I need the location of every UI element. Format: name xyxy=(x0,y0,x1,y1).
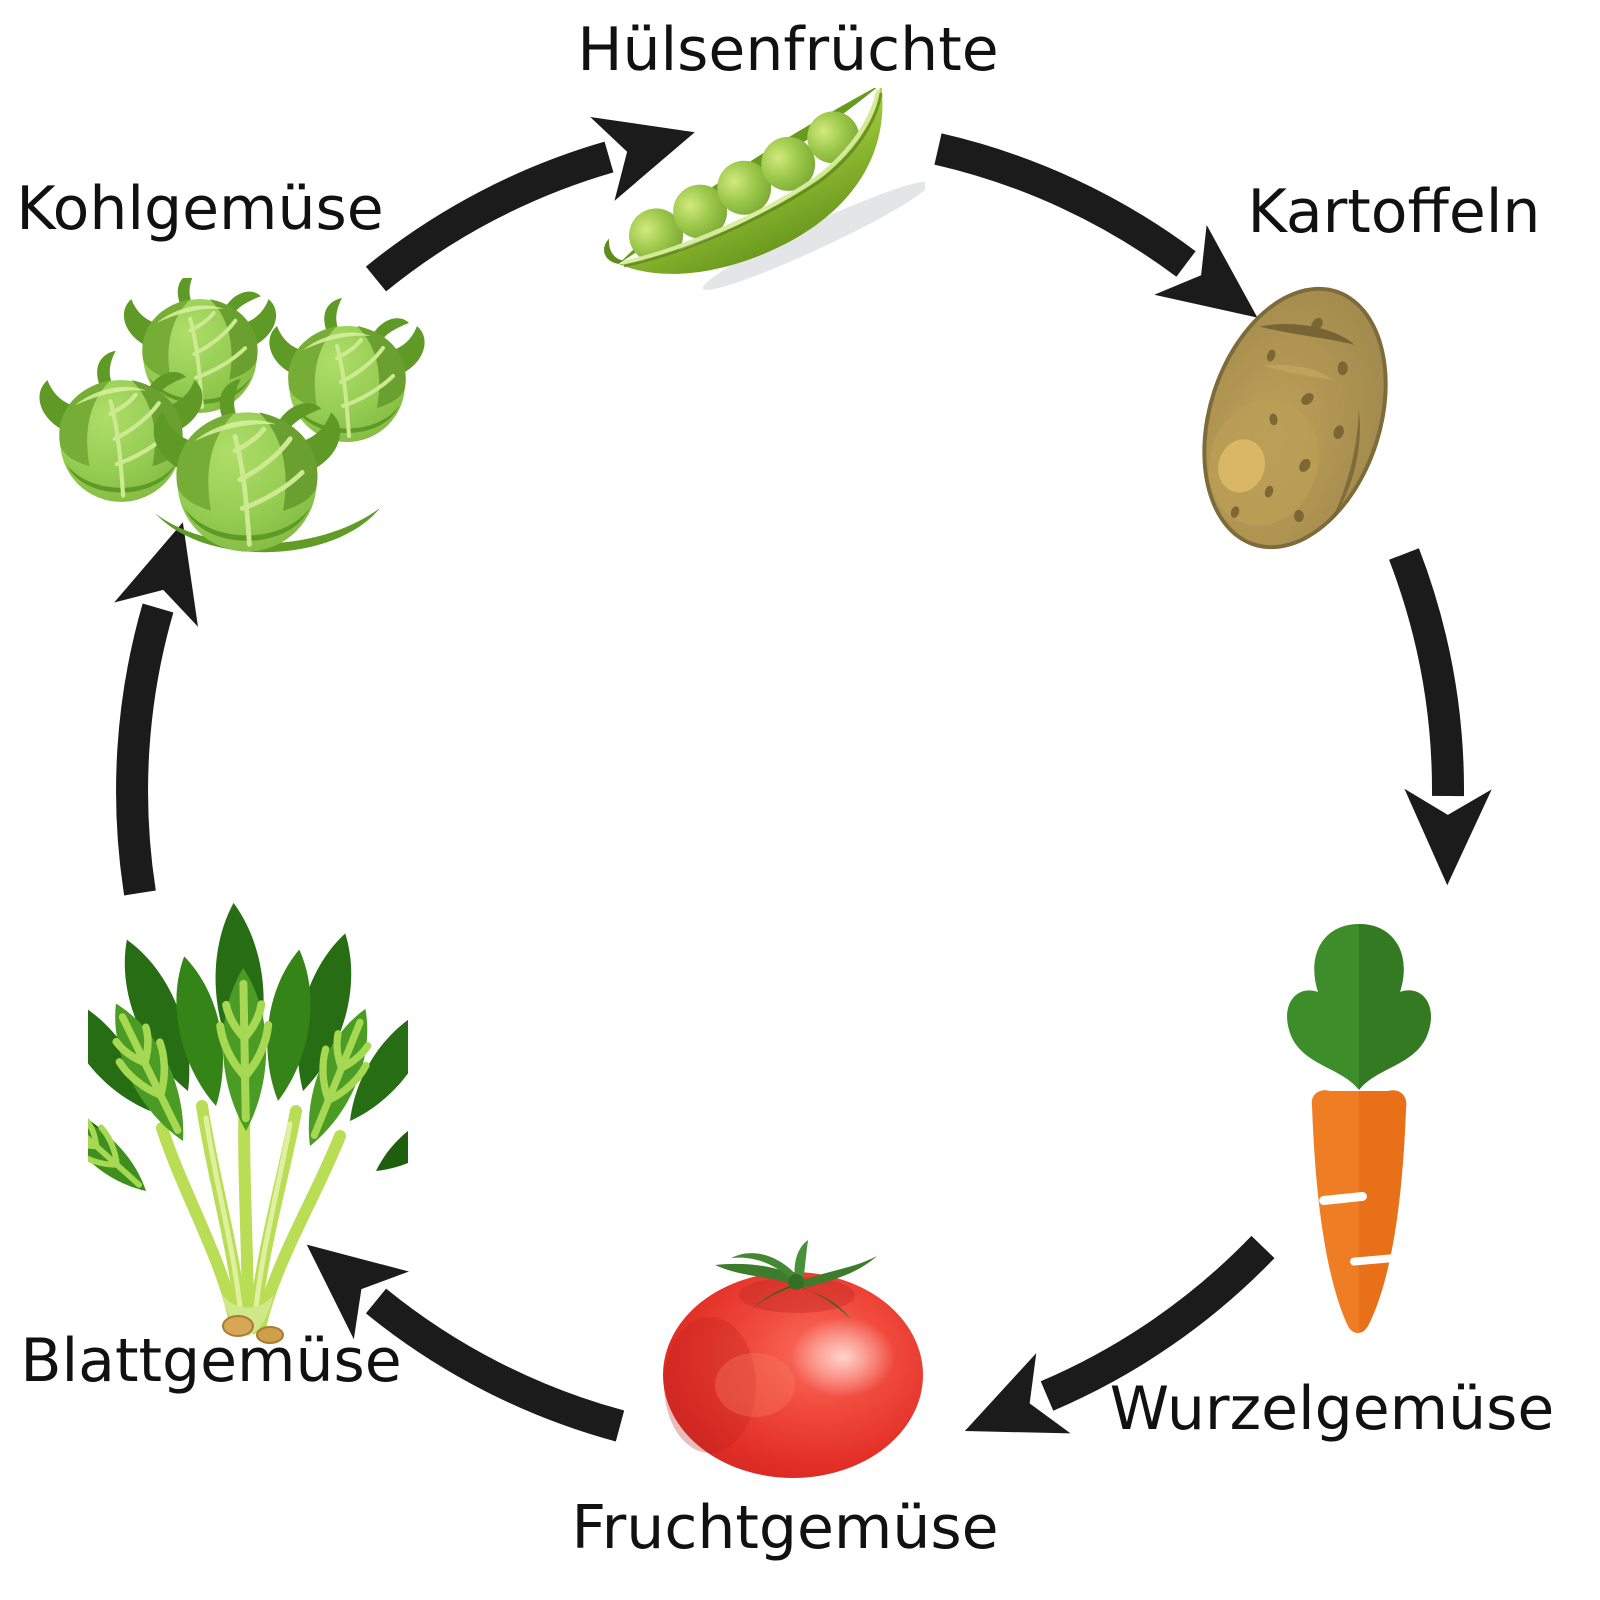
node-label-kartoffeln: Kartoffeln xyxy=(1247,177,1541,247)
node-label-kohlgemuese: Kohlgemüse xyxy=(16,174,384,244)
pea-pod-icon xyxy=(604,88,925,290)
tomato-icon xyxy=(663,1240,923,1478)
cabbage-icon xyxy=(35,278,427,573)
node-label-huelsenfruechte: Hülsenfrüchte xyxy=(577,15,999,85)
node-label-fruchtgemuese: Fruchtgemüse xyxy=(571,1493,999,1563)
tomato-stem xyxy=(715,1240,877,1321)
node-label-blattgemuese: Blattgemüse xyxy=(20,1326,402,1396)
node-label-wurzelgemuese: Wurzelgemüse xyxy=(1109,1374,1555,1444)
arrow-blattgemuese-to-kohlgemuese xyxy=(114,522,198,896)
arrow-wurzelgemuese-to-fruchtgemuese xyxy=(964,1235,1275,1434)
arrow-fruchtgemuese-to-blattgemuese xyxy=(306,1244,625,1442)
arrow-kohlgemuese-to-huelsenfruechte xyxy=(365,116,695,292)
arrow-huelsenfruechte-to-kartoffeln xyxy=(934,133,1258,318)
spinach-icon xyxy=(88,901,408,1344)
arrow-kartoffeln-to-wurzelgemuese xyxy=(1389,548,1492,886)
carrot-icon xyxy=(1287,924,1431,1333)
potato-icon xyxy=(1202,286,1388,550)
